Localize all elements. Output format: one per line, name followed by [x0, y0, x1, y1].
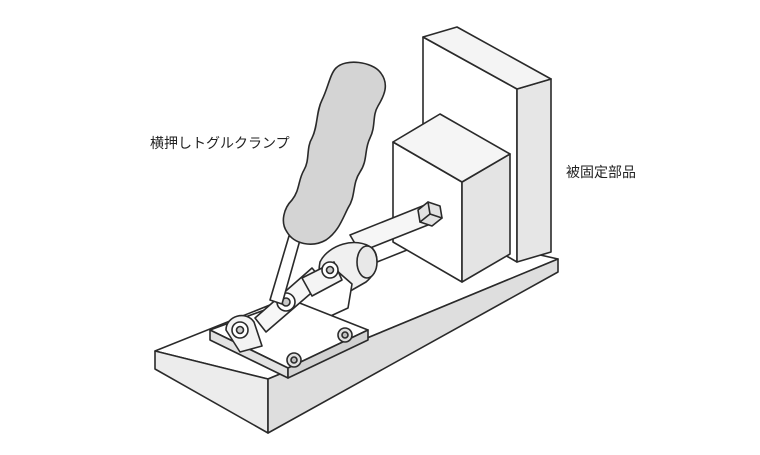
- plunger-rod: [349, 201, 443, 253]
- clamp-label: 横押しトグルクランプ: [150, 136, 290, 152]
- workpiece-label: 被固定部品: [566, 165, 636, 181]
- handle-grip: [282, 61, 387, 245]
- toggle-linkage: [254, 261, 343, 333]
